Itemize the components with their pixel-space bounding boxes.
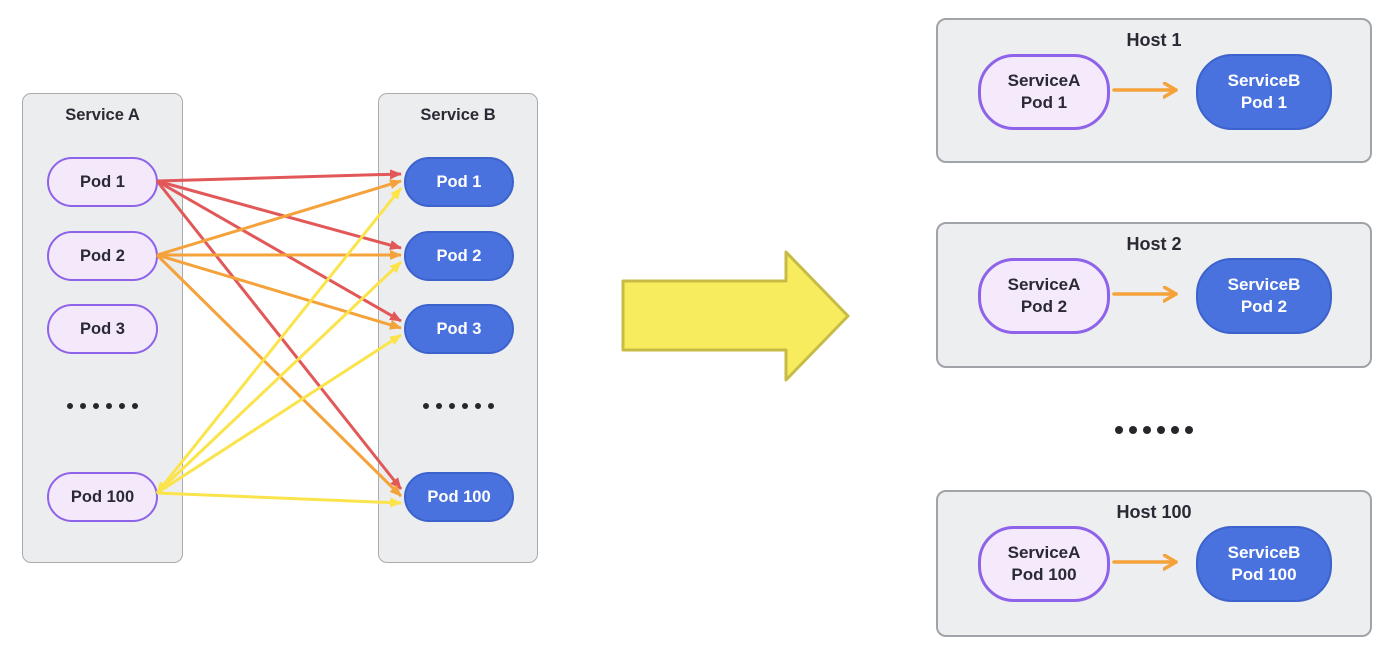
service-b-pod-4: Pod 100: [404, 472, 514, 522]
ellipsis-dot: [1143, 426, 1151, 434]
mesh-arrows-group: [155, 169, 403, 508]
service-a-pod-1: Pod 1: [47, 157, 158, 207]
service-a-ellipsis: [23, 403, 182, 409]
pod-label-line: ServiceB: [1227, 542, 1301, 562]
pod-label-line: Pod 1: [1020, 93, 1068, 112]
service-b-title: Service B: [420, 106, 496, 124]
ellipsis-dot: [1115, 426, 1123, 434]
pod-label-line: Pod 100: [1011, 565, 1077, 584]
ellipsis-dot: [1185, 426, 1193, 434]
host-service-a-pod: ServiceA Pod 100: [978, 526, 1110, 602]
service-a-title: Service A: [65, 106, 140, 124]
ellipsis-dot: [1171, 426, 1179, 434]
ellipsis-dot: [106, 403, 112, 409]
mesh-arrow-red: [156, 179, 402, 323]
pod-label-line: Pod 100: [1231, 565, 1297, 584]
host-service-b-pod: ServiceB Pod 1: [1196, 54, 1332, 130]
service-a-box: Service A Pod 1 Pod 2 Pod 3 Pod 100: [22, 93, 183, 563]
pod-label-line: Pod 2: [1020, 297, 1068, 316]
transform-arrow: [621, 250, 850, 382]
mesh-arrow-yellow: [156, 491, 402, 508]
ellipsis-dot: [461, 403, 468, 409]
mesh-arrow-orange: [156, 179, 402, 257]
ellipsis-dot: [1157, 426, 1165, 434]
service-a-pod-3: Pod 3: [47, 304, 158, 354]
host-card-1: Host 1 ServiceA Pod 1 ServiceB Pod 1: [936, 18, 1372, 163]
pod-label-line: ServiceB: [1227, 274, 1301, 294]
pod-label-line: ServiceA: [1007, 542, 1081, 562]
host-title: Host 100: [1116, 502, 1192, 522]
host-service-b-pod: ServiceB Pod 100: [1196, 526, 1332, 602]
hosts-ellipsis: [936, 426, 1372, 434]
host-service-b-pod: ServiceB Pod 2: [1196, 258, 1332, 334]
mesh-arrow-red: [156, 179, 402, 250]
mesh-arrow-red: [156, 169, 402, 183]
service-b-pod-3: Pod 3: [404, 304, 514, 354]
ellipsis-dot: [67, 403, 73, 409]
ellipsis-dot: [1129, 426, 1137, 434]
service-b-ellipsis: [379, 403, 537, 409]
host-title: Host 2: [1126, 234, 1182, 254]
pod-label-line: ServiceA: [1007, 274, 1081, 294]
ellipsis-dot: [435, 403, 442, 409]
ellipsis-dot: [487, 403, 494, 409]
service-b-pod-1: Pod 1: [404, 157, 514, 207]
ellipsis-dot: [422, 403, 429, 409]
ellipsis-dot: [132, 403, 138, 409]
ellipsis-dot: [474, 403, 481, 409]
service-b-box: Service B Pod 1 Pod 2 Pod 3 Pod 100: [378, 93, 538, 563]
mesh-arrow-yellow: [155, 187, 403, 494]
ellipsis-dot: [119, 403, 125, 409]
service-a-pod-2: Pod 2: [47, 231, 158, 281]
mesh-arrow-red: [155, 180, 403, 490]
host-service-a-pod: ServiceA Pod 2: [978, 258, 1110, 334]
host-card-2: Host 2 ServiceA Pod 2 ServiceB Pod 2: [936, 222, 1372, 368]
mesh-arrow-orange: [156, 253, 402, 330]
pod-label-line: ServiceB: [1227, 70, 1301, 90]
mesh-arrow-yellow: [155, 260, 403, 495]
host-title: Host 1: [1126, 30, 1182, 50]
ellipsis-dot: [448, 403, 455, 409]
mesh-arrow-orange: [155, 253, 403, 498]
mesh-arrow-yellow: [156, 333, 402, 495]
pod-label-line: Pod 2: [1240, 297, 1288, 316]
pod-label-line: ServiceA: [1007, 70, 1081, 90]
pod-label-line: Pod 1: [1240, 93, 1288, 112]
service-a-pod-4: Pod 100: [47, 472, 158, 522]
host-service-a-pod: ServiceA Pod 1: [978, 54, 1110, 130]
ellipsis-dot: [93, 403, 99, 409]
ellipsis-dot: [80, 403, 86, 409]
service-b-pod-2: Pod 2: [404, 231, 514, 281]
